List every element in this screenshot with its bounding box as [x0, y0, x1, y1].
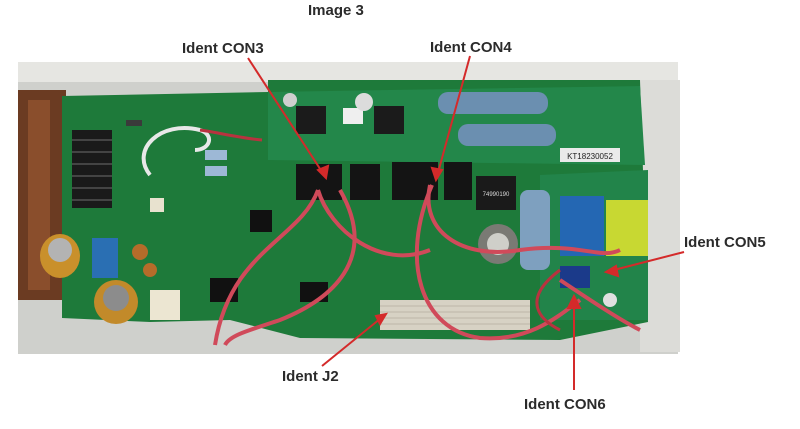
arrow-con4 [435, 55, 471, 181]
transformer-1 [296, 106, 326, 134]
svg-text:74990190: 74990190 [483, 192, 510, 198]
ribbon-cable [380, 300, 530, 330]
ic-chip-2 [300, 282, 328, 302]
transformer-2 [374, 106, 404, 134]
label-con4: Ident CON4 [430, 39, 512, 56]
label-con6: Ident CON6 [524, 396, 606, 413]
power-resistor-1 [438, 92, 548, 114]
power-resistor-2 [458, 124, 556, 146]
arrow-con5 [605, 251, 685, 273]
arrow-con3 [247, 57, 327, 179]
annotation-arrows [247, 55, 685, 390]
serial-label-bg [560, 148, 620, 162]
label-con5: Ident CON5 [684, 234, 766, 251]
relay-blue-left [92, 238, 118, 278]
label-con3: Ident CON3 [182, 40, 264, 57]
connector-white-left [150, 290, 180, 320]
enclosure-top [18, 62, 678, 82]
white-wire [141, 126, 211, 177]
red-wires [213, 184, 641, 347]
terminal-green [606, 200, 648, 256]
heatsink [72, 130, 112, 208]
image-title: Image 3 [308, 2, 364, 19]
resistor-vertical [520, 190, 550, 270]
relay-blue-right [560, 196, 604, 256]
label-j2: Ident J2 [282, 368, 339, 385]
arrow-j2 [321, 313, 387, 367]
serial-label: KT18230052 [567, 152, 613, 161]
power-chip [476, 176, 516, 210]
